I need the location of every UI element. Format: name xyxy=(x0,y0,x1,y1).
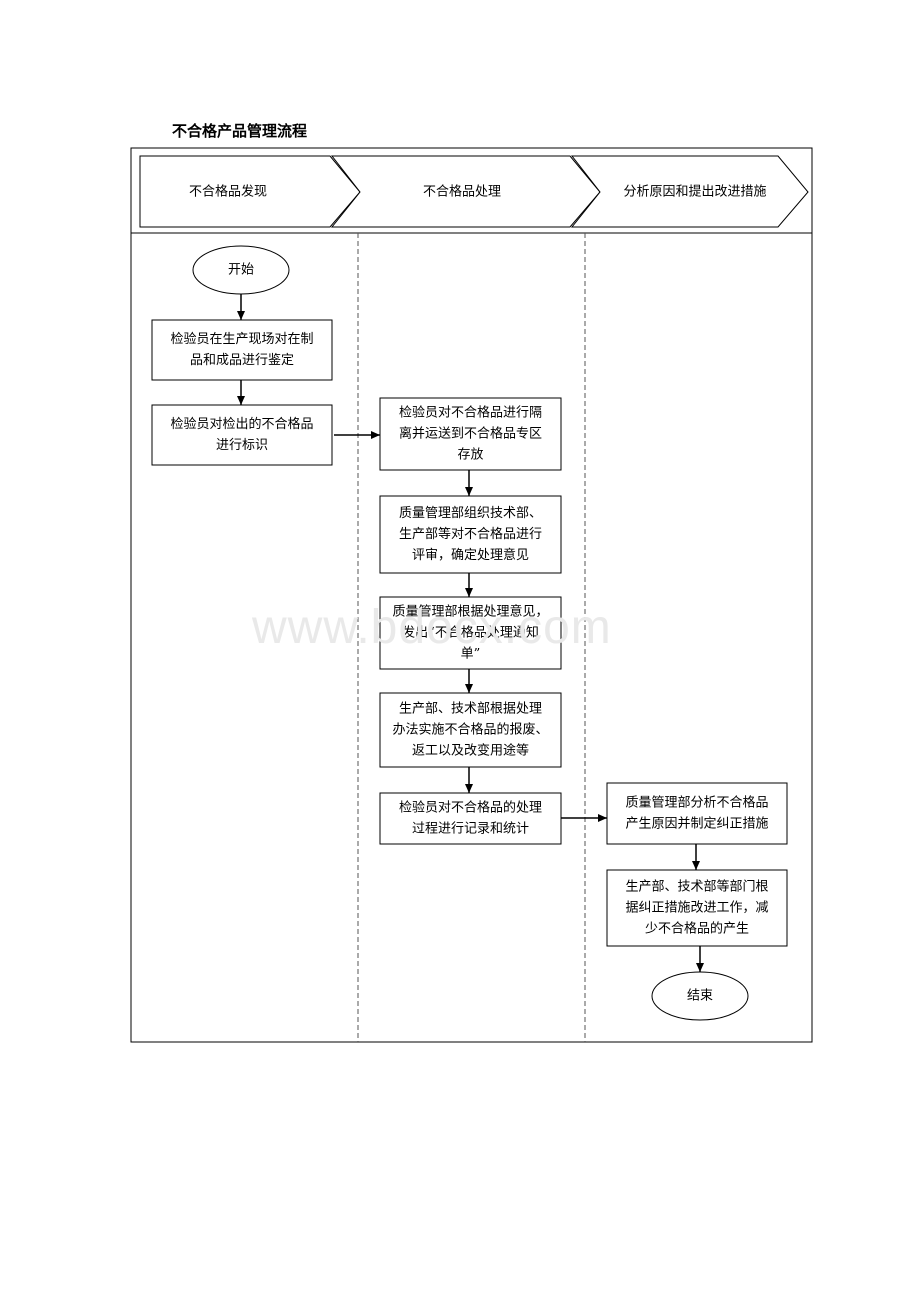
lane-header-handling: 不合格品处理 xyxy=(330,155,601,228)
node-text-line: 存放 xyxy=(457,448,483,463)
node-text-line: 检验员对检出的不合格品 xyxy=(170,416,313,432)
process-box xyxy=(379,596,562,670)
process-box xyxy=(606,869,788,947)
node-text-line: 品和成品进行鉴定 xyxy=(190,353,294,368)
node-text-line: 开始 xyxy=(228,263,254,278)
node-text-line: 返工以及改变用途等 xyxy=(412,743,529,759)
lane-label: 分析原因和提出改进措施 xyxy=(623,184,766,200)
chevron-shape xyxy=(570,155,809,228)
node-text-line: 质量管理部根据处理意见， xyxy=(392,604,548,620)
node-text-line: 生产部、技术部等部门根 xyxy=(625,879,768,895)
node-text-line: 发出“不合格品处理通知 xyxy=(402,625,539,641)
page-title: 不合格产品管理流程 xyxy=(172,122,308,140)
lane-header-discovery: 不合格品发现 xyxy=(139,155,361,228)
node-text-line: 检验员在生产现场对在制 xyxy=(170,331,313,347)
node-text-line: 单” xyxy=(461,647,481,662)
lane-label: 不合格品处理 xyxy=(423,184,501,200)
node-text-line: 质量管理部组织技术部、 xyxy=(399,506,542,521)
node-text-line: 离并运送到不合格品专区 xyxy=(399,426,542,442)
process-box xyxy=(379,495,562,574)
node-text-line: 产生原因并制定纠正措施 xyxy=(625,817,768,832)
node-text-line: 评审，确定处理意见 xyxy=(412,547,529,563)
node-text-line: 进行标识 xyxy=(216,438,268,453)
chevron-shape xyxy=(139,155,361,228)
process-box xyxy=(151,404,333,466)
node-text-line: 生产部、技术部根据处理 xyxy=(399,702,542,717)
node-text-line: 少不合格品的产生 xyxy=(645,921,749,937)
diagram-frame xyxy=(130,147,813,1043)
node-text-line: 结束 xyxy=(687,989,713,1004)
process-box xyxy=(151,319,333,381)
process-box xyxy=(379,792,562,845)
node-text-line: 检验员对不合格品的处理 xyxy=(399,800,542,816)
lane-label: 不合格品发现 xyxy=(189,184,267,200)
lane-header-improvement: 分析原因和提出改进措施 xyxy=(570,155,809,228)
node-text-line: 办法实施不合格品的报废、 xyxy=(392,722,548,738)
process-box xyxy=(379,692,562,768)
node-text-line: 检验员对不合格品进行隔 xyxy=(399,405,542,421)
process-box xyxy=(379,397,562,471)
watermark: www.bdocx.com xyxy=(252,601,612,654)
process-box xyxy=(606,782,788,845)
node-text-line: 过程进行记录和统计 xyxy=(412,822,529,837)
node-text-line: 质量管理部分析不合格品 xyxy=(625,795,768,811)
chevron-shape xyxy=(330,155,601,228)
node-end: 结束 xyxy=(651,971,749,1021)
node-start: 开始 xyxy=(192,245,290,295)
node-text-line: 生产部等对不合格品进行 xyxy=(399,526,542,542)
node-text-line: 据纠正措施改进工作，减 xyxy=(625,901,768,916)
